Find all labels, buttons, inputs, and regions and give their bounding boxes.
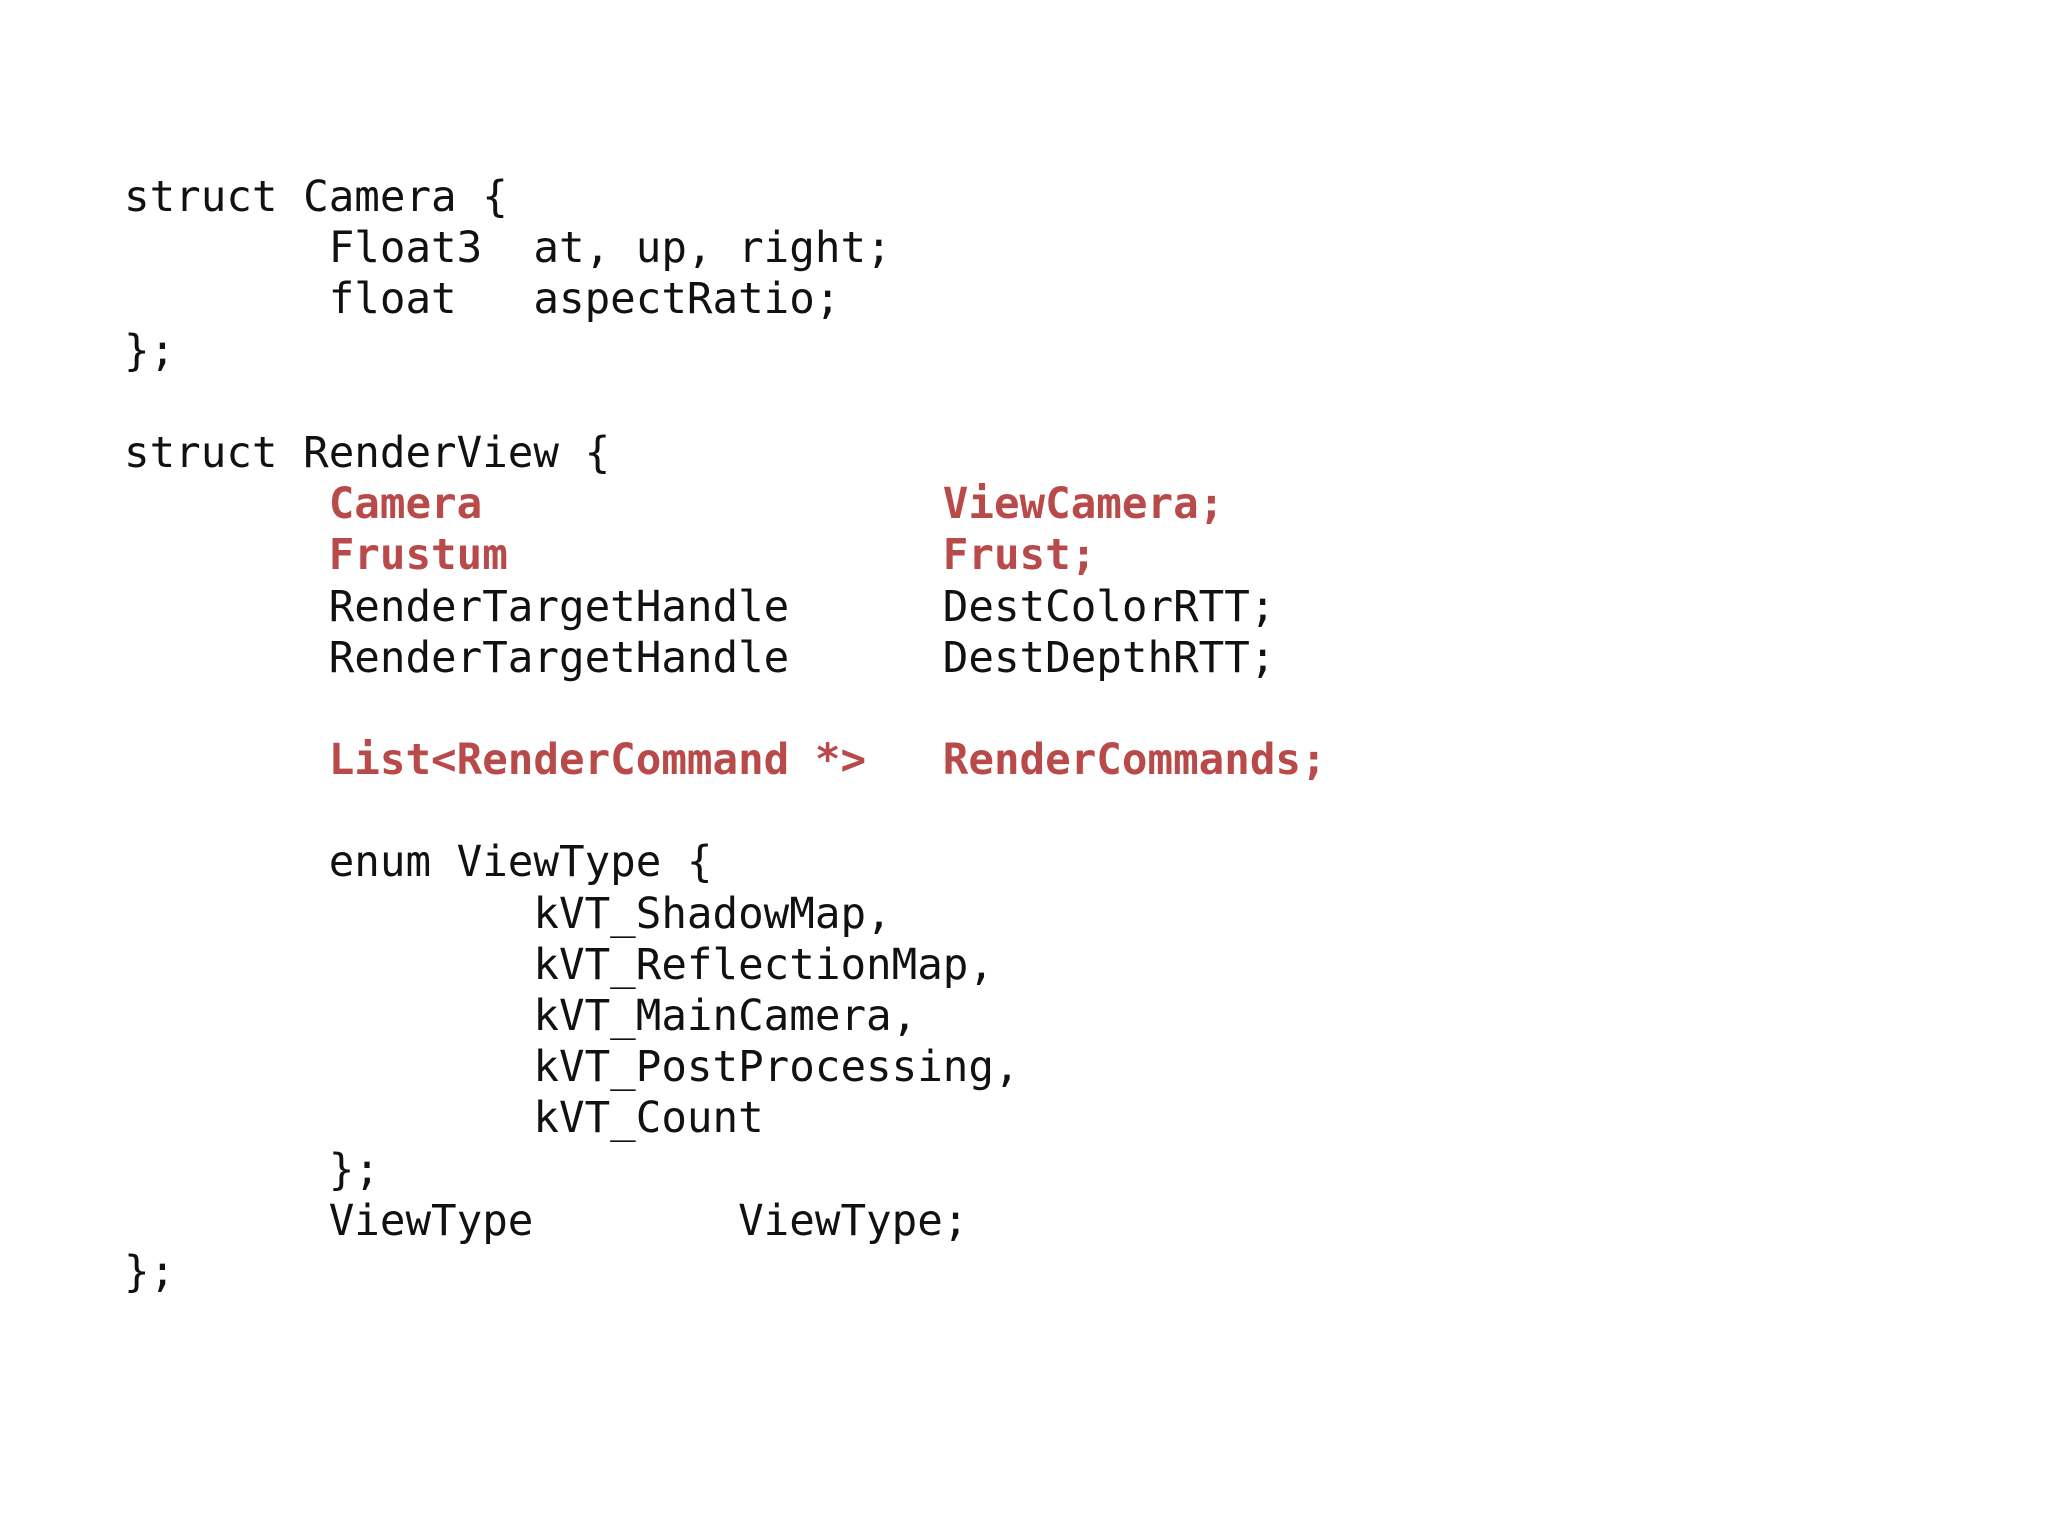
code-line-highlighted: List<RenderCommand *> RenderCommands; xyxy=(124,736,1327,786)
code-line: }; xyxy=(124,326,176,376)
code-line-blank xyxy=(124,684,1327,735)
code-line: kVT_PostProcessing, xyxy=(124,1043,1020,1093)
code-line: kVT_MainCamera, xyxy=(124,992,918,1041)
code-line: Float3 at, up, right; xyxy=(124,224,892,274)
code-line: kVT_Count xyxy=(124,1094,764,1144)
code-line-highlighted: Frustum Frust; xyxy=(124,531,1097,581)
code-line: }; xyxy=(124,1247,176,1297)
code-line: struct RenderView { xyxy=(124,428,611,478)
code-line: ViewType ViewType; xyxy=(124,1196,969,1246)
code-line: struct Camera { xyxy=(124,173,508,222)
code-line-blank xyxy=(124,377,1327,428)
code-line: RenderTargetHandle DestDepthRTT; xyxy=(124,633,1276,683)
code-line: kVT_ShadowMap, xyxy=(124,889,892,939)
code-line: enum ViewType { xyxy=(124,838,713,888)
code-line-highlighted: Camera ViewCamera; xyxy=(124,480,1225,530)
code-line-blank xyxy=(124,786,1327,837)
code-line: float aspectRatio; xyxy=(124,275,841,325)
code-line: kVT_ReflectionMap, xyxy=(124,940,994,990)
code-listing: struct Camera { Float3 at, up, right; fl… xyxy=(124,172,1327,1298)
code-line: RenderTargetHandle DestColorRTT; xyxy=(124,582,1276,632)
code-line: }; xyxy=(124,1145,380,1195)
